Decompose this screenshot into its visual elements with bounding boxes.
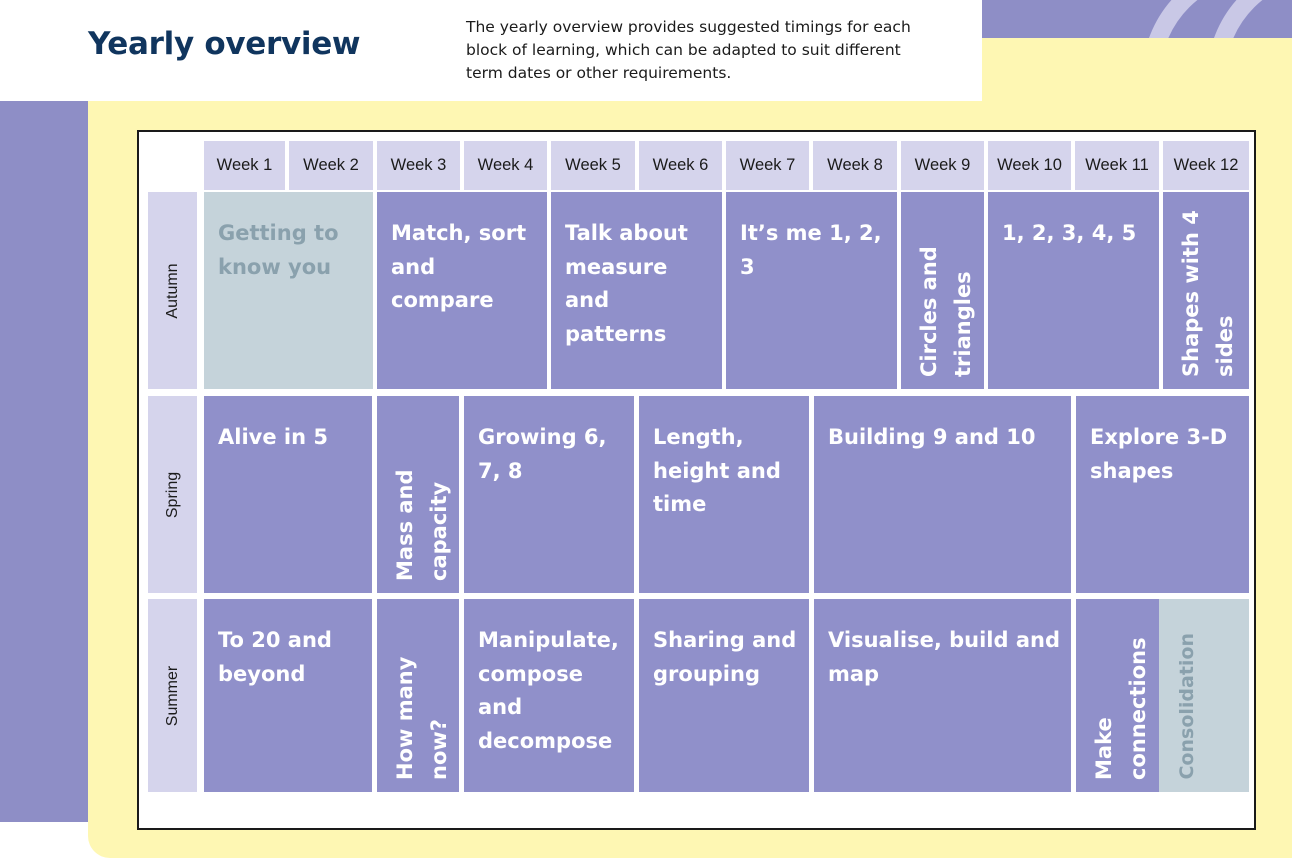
page-title: Yearly overview [88,26,361,62]
week-header: Week 7 [726,141,809,190]
week-header: Week 8 [813,141,897,190]
week-header: Week 3 [377,141,460,190]
block-one-to-five: 1, 2, 3, 4, 5 [988,192,1159,389]
week-header: Week 10 [988,141,1071,190]
yearly-overview-table: Week 1 Week 2 Week 3 Week 4 Week 5 Week … [137,130,1256,830]
block-its-me: It’s me 1, 2, 3 [726,192,897,389]
block-shapes-4-sides: Shapes with 4 sides [1163,192,1249,389]
intro-text: The yearly overview provides suggested t… [466,18,911,82]
week-header: Week 12 [1163,141,1249,190]
block-manipulate-compose: Manipulate, compose and decompose [464,599,634,792]
header: Yearly overview The yearly overview prov… [0,0,982,101]
block-sharing-grouping: Sharing and grouping [639,599,809,792]
term-label-spring: Spring [148,396,197,593]
week-header: Week 4 [464,141,547,190]
week-header: Week 11 [1075,141,1159,190]
term-label-summer: Summer [148,599,197,792]
week-header: Week 5 [551,141,635,190]
block-explore-3d-shapes: Explore 3-D shapes [1076,396,1249,593]
week-header: Week 9 [901,141,984,190]
block-to-20-and-beyond: To 20 and beyond [204,599,372,792]
block-match-sort-compare: Match, sort and compare [377,192,547,389]
block-building-9-10: Building 9 and 10 [814,396,1071,593]
block-mass-capacity: Mass and capacity [377,396,459,593]
block-getting-to-know-you: Getting to know you [204,192,373,389]
background-top-decoration [982,0,1292,38]
block-make-connections: Make connections [1076,599,1159,792]
block-length-height-time: Length, height and time [639,396,809,593]
term-label-autumn: Autumn [148,192,197,389]
block-circles-triangles: Circles and triangles [901,192,984,389]
block-consolidation: Consolidation [1159,599,1249,792]
background-left-band [0,100,88,822]
block-how-many-now: How many now? [377,599,459,792]
block-growing: Growing 6, 7, 8 [464,396,634,593]
week-header: Week 1 [204,141,285,190]
block-alive-in-5: Alive in 5 [204,396,372,593]
block-measure-patterns: Talk about measure and patterns [551,192,722,389]
week-header: Week 2 [289,141,373,190]
week-header: Week 6 [639,141,722,190]
block-visualise-build-map: Visualise, build and map [814,599,1071,792]
